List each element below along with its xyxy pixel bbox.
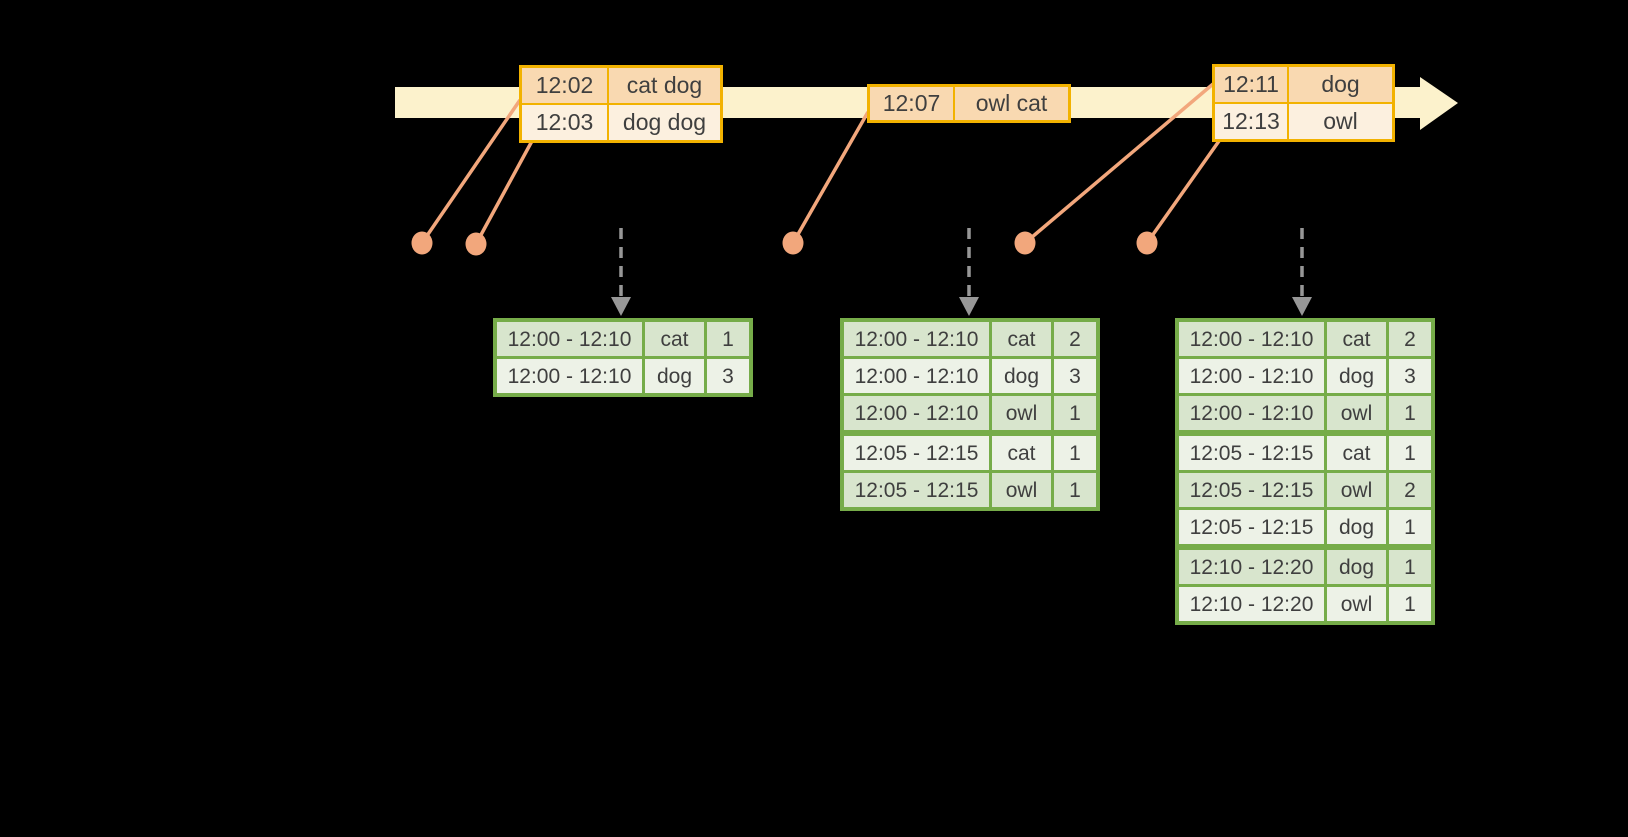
result-word-cell: dog [645,359,707,393]
event-time-cell: 12:02 [522,68,609,103]
result-window-cell: 12:05 - 12:15 [844,436,992,470]
result-row: 12:00 - 12:10 cat 1 [497,322,749,356]
event-time-cell: 12:03 [522,105,609,140]
event-time-cell: 12:11 [1215,67,1289,102]
result-row: 12:05 - 12:15 cat 1 [844,430,1096,470]
event-words-cell: dog dog [609,105,720,140]
result-window-cell: 12:00 - 12:10 [844,359,992,393]
result-table-1: 12:00 - 12:10 cat 1 12:00 - 12:10 dog 3 [493,318,753,397]
result-count-cell: 1 [1389,510,1431,544]
timeline-arrowhead-icon [1420,77,1458,130]
result-row: 12:00 - 12:10 cat 2 [1179,322,1431,356]
result-row: 12:05 - 12:15 dog 1 [1179,507,1431,544]
arrow-down-icon [959,297,979,316]
result-word-cell: dog [1327,550,1389,584]
connector-line [474,140,534,245]
result-count-cell: 1 [1389,436,1431,470]
result-row: 12:00 - 12:10 owl 1 [844,393,1096,430]
event-table-1202: 12:02 cat dog 12:03 dog dog [519,65,723,143]
result-word-cell: cat [645,322,707,356]
event-row: 12:13 owl [1215,102,1392,139]
result-window-cell: 12:00 - 12:10 [1179,359,1327,393]
result-count-cell: 1 [1389,587,1431,621]
arrow-down-icon [611,297,631,316]
result-count-cell: 1 [1389,550,1431,584]
result-row: 12:00 - 12:10 dog 3 [844,356,1096,393]
result-row: 12:00 - 12:10 cat 2 [844,322,1096,356]
result-word-cell: owl [1327,587,1389,621]
result-row: 12:00 - 12:10 dog 3 [497,356,749,393]
event-time-cell: 12:13 [1215,104,1289,139]
result-window-cell: 12:00 - 12:10 [844,396,992,430]
event-dots [411,231,1158,256]
result-row: 12:05 - 12:15 cat 1 [1179,430,1431,470]
connector-line [1023,82,1215,245]
event-row: 12:03 dog dog [522,103,720,140]
event-row: 12:11 dog [1215,67,1392,102]
result-word-cell: owl [992,473,1054,507]
result-word-cell: cat [1327,322,1389,356]
event-dot [1136,231,1158,255]
result-count-cell: 1 [1054,436,1096,470]
connector-line [420,99,522,244]
result-word-cell: dog [992,359,1054,393]
result-word-cell: cat [992,322,1054,356]
result-count-cell: 3 [1389,359,1431,393]
result-window-cell: 12:05 - 12:15 [1179,473,1327,507]
result-window-cell: 12:00 - 12:10 [1179,322,1327,356]
result-count-cell: 3 [1054,359,1096,393]
event-row: 12:02 cat dog [522,68,720,103]
result-window-cell: 12:00 - 12:10 [497,359,645,393]
result-table-2: 12:00 - 12:10 cat 2 12:00 - 12:10 dog 3 … [840,318,1100,511]
result-word-cell: cat [992,436,1054,470]
result-count-cell: 2 [1389,473,1431,507]
event-words-cell: owl [1289,104,1392,139]
result-count-cell: 1 [1054,396,1096,430]
event-time-cell: 12:07 [870,87,955,120]
result-row: 12:05 - 12:15 owl 2 [1179,470,1431,507]
result-row: 12:10 - 12:20 owl 1 [1179,584,1431,621]
event-words-cell: owl cat [955,87,1068,120]
event-table-1207: 12:07 owl cat [867,84,1071,123]
result-window-cell: 12:00 - 12:10 [844,322,992,356]
result-count-cell: 2 [1054,322,1096,356]
event-dot [465,232,487,256]
result-window-cell: 12:05 - 12:15 [1179,510,1327,544]
result-word-cell: owl [1327,473,1389,507]
result-window-cell: 12:05 - 12:15 [1179,436,1327,470]
result-row: 12:00 - 12:10 owl 1 [1179,393,1431,430]
result-window-cell: 12:05 - 12:15 [844,473,992,507]
event-words-cell: cat dog [609,68,720,103]
result-window-cell: 12:10 - 12:20 [1179,550,1327,584]
result-window-cell: 12:10 - 12:20 [1179,587,1327,621]
event-table-1211: 12:11 dog 12:13 owl [1212,64,1395,142]
result-count-cell: 1 [1389,396,1431,430]
result-word-cell: owl [992,396,1054,430]
result-row: 12:05 - 12:15 owl 1 [844,470,1096,507]
result-word-cell: dog [1327,510,1389,544]
event-dot [411,231,433,255]
connector-line [1145,139,1221,245]
result-count-cell: 1 [1054,473,1096,507]
result-window-cell: 12:00 - 12:10 [497,322,645,356]
event-dot [782,231,804,255]
connector-line [791,111,870,244]
result-window-cell: 12:00 - 12:10 [1179,396,1327,430]
result-count-cell: 3 [707,359,749,393]
result-word-cell: owl [1327,396,1389,430]
result-row: 12:10 - 12:20 dog 1 [1179,544,1431,584]
event-connector-lines [420,82,1221,245]
result-word-cell: cat [1327,436,1389,470]
trigger-arrows [611,228,1312,316]
arrow-down-icon [1292,297,1312,316]
result-word-cell: dog [1327,359,1389,393]
result-row: 12:00 - 12:10 dog 3 [1179,356,1431,393]
event-row: 12:07 owl cat [870,87,1068,120]
result-count-cell: 2 [1389,322,1431,356]
event-words-cell: dog [1289,67,1392,102]
event-dot [1014,231,1036,255]
result-count-cell: 1 [707,322,749,356]
result-table-3: 12:00 - 12:10 cat 2 12:00 - 12:10 dog 3 … [1175,318,1435,625]
